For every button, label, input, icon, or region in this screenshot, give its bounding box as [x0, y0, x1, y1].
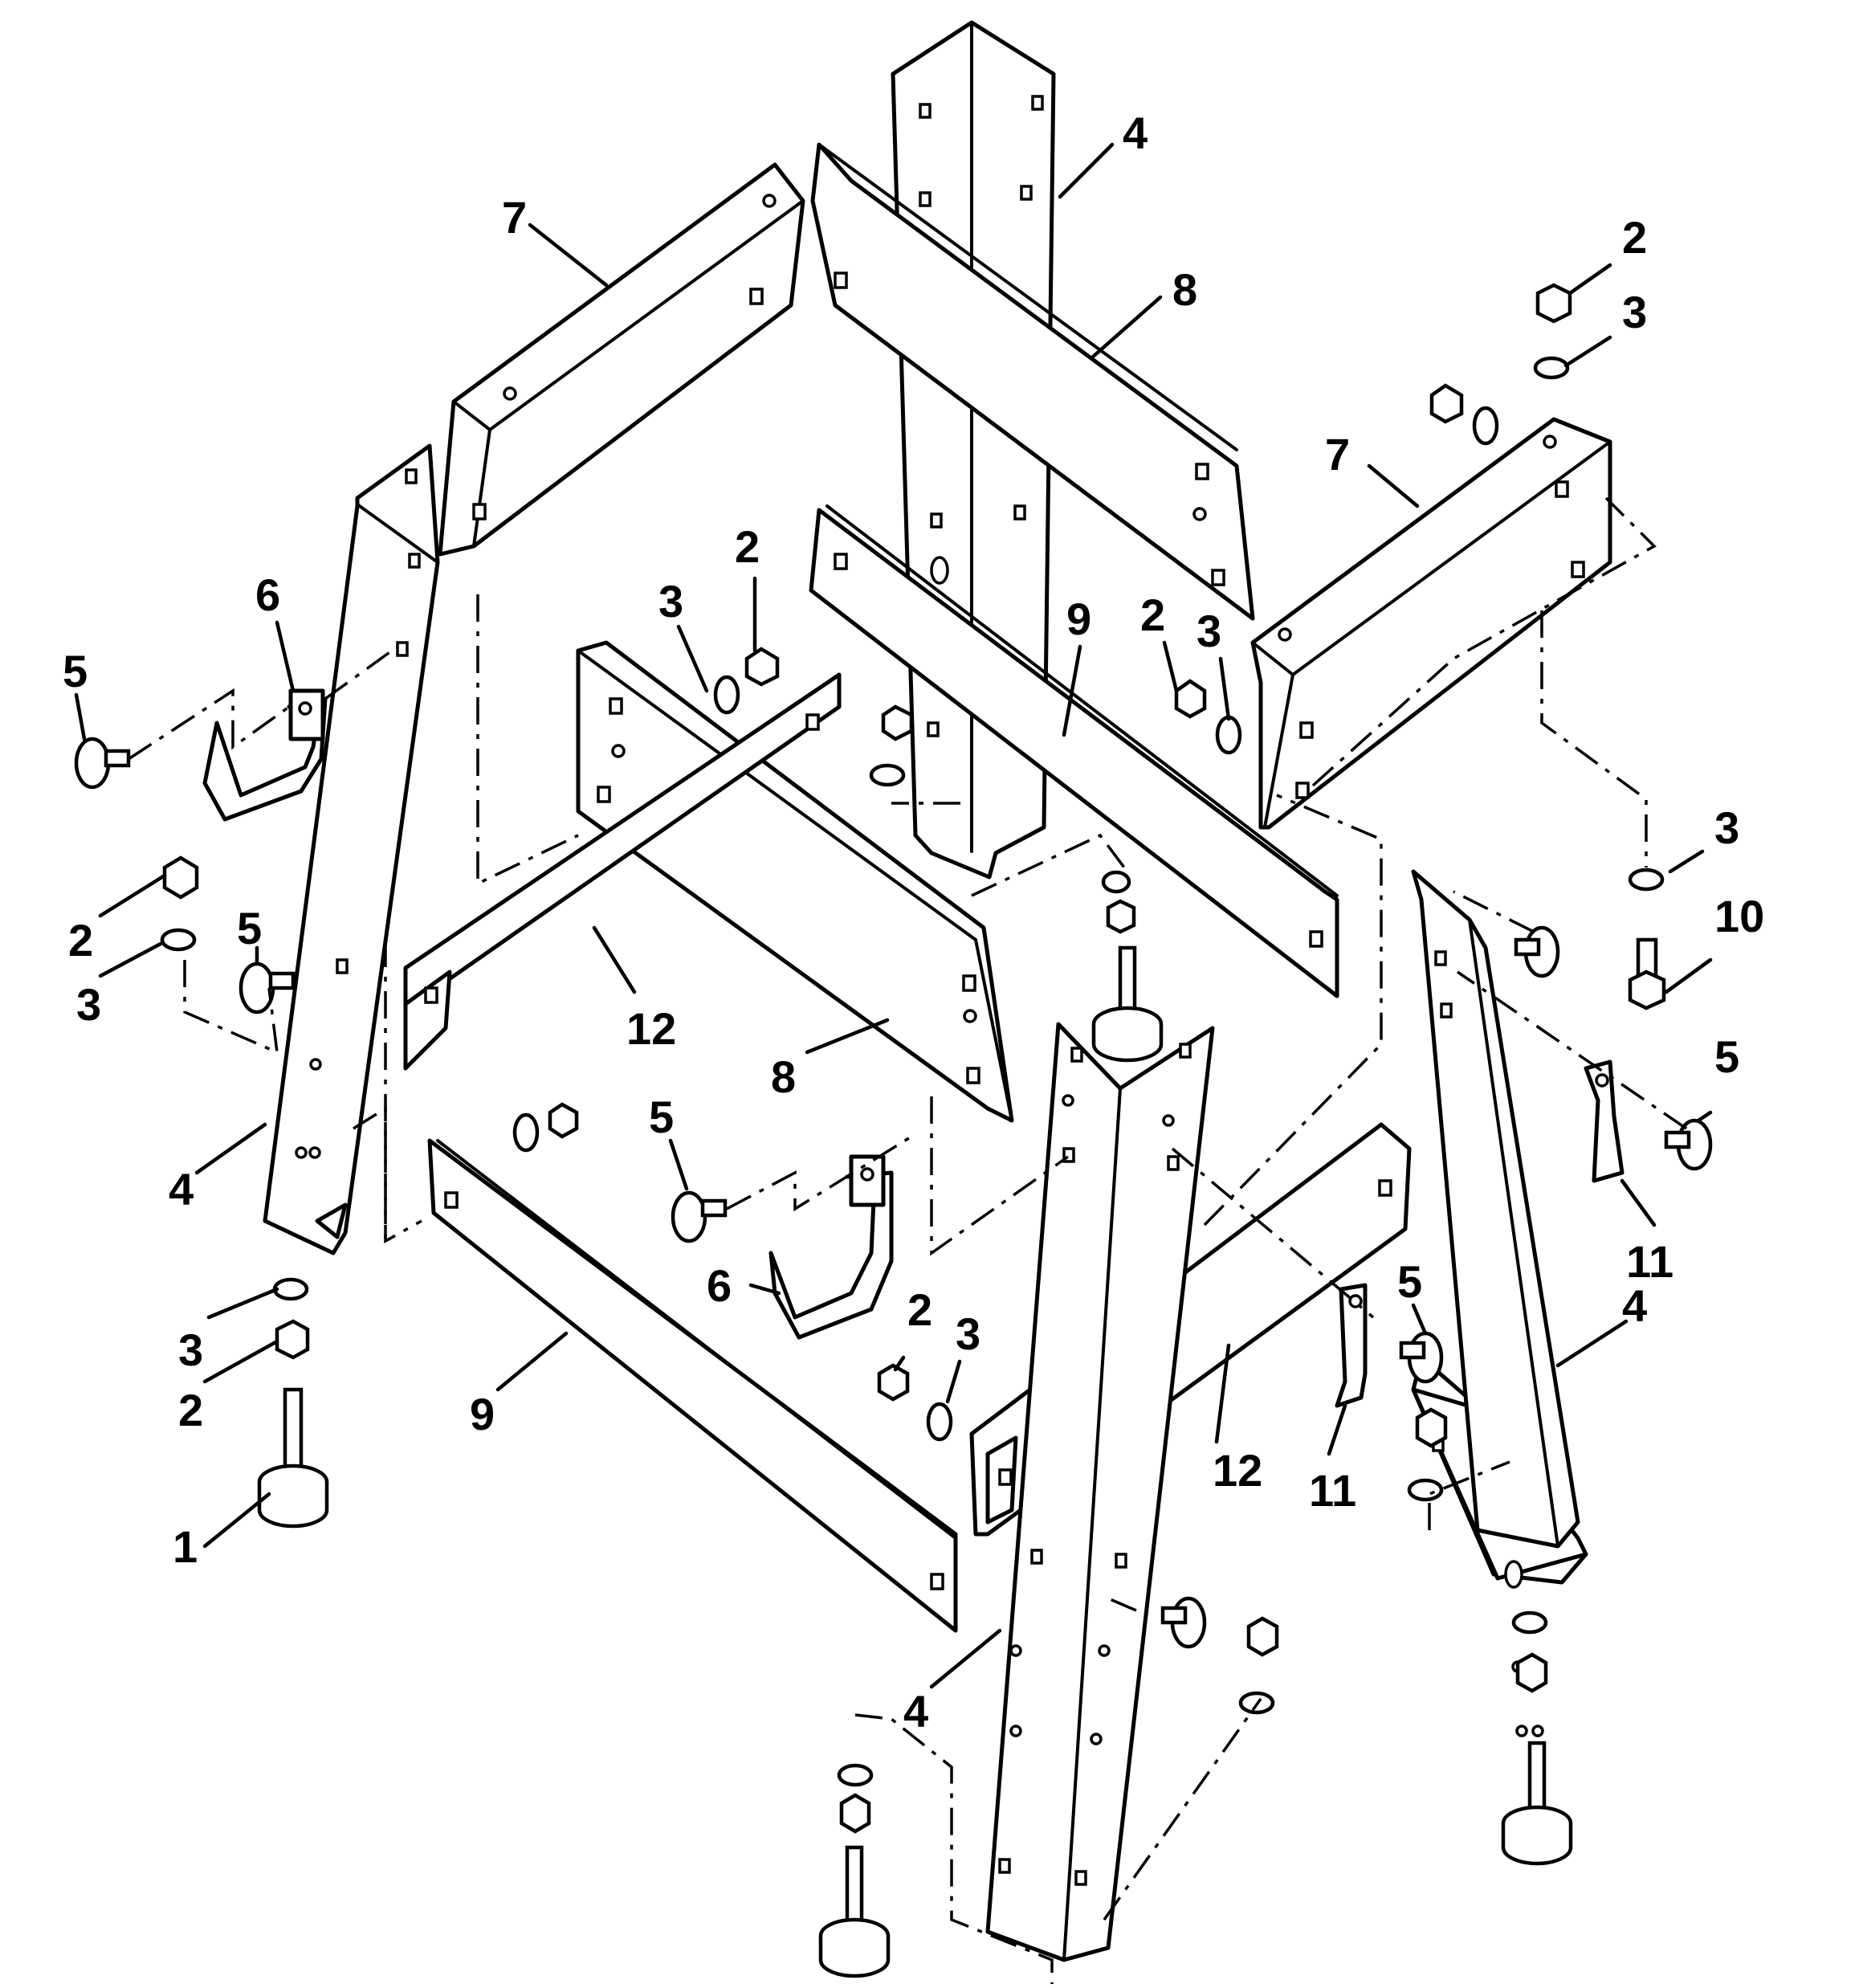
callout-c12b: 12	[1213, 1445, 1262, 1496]
leg-front	[985, 1022, 1215, 1962]
rail-8-middle	[576, 640, 1014, 1123]
foot-front	[818, 1845, 891, 1978]
callout-c7b: 7	[1325, 429, 1350, 480]
callout-c2a: 2	[1622, 212, 1647, 263]
callout-c10: 10	[1714, 891, 1764, 941]
rail-8-upper	[810, 142, 1255, 621]
callout-c9b: 9	[470, 1389, 495, 1439]
callout-c6a: 6	[255, 569, 280, 620]
clip-11-right	[1584, 1059, 1625, 1183]
callout-c3e: 3	[1714, 802, 1739, 853]
callout-c5b: 5	[237, 903, 262, 953]
callout-c12a: 12	[626, 1003, 676, 1054]
foot-right	[1501, 1741, 1573, 1866]
callout-c11b: 11	[1309, 1465, 1356, 1516]
foot-left	[257, 1387, 329, 1529]
leg-left	[263, 443, 440, 1255]
brace-12-left	[403, 672, 842, 1071]
callout-c2d: 2	[68, 915, 93, 965]
clip-11-middle	[1335, 1283, 1368, 1408]
leg-right-main	[1411, 869, 1580, 1549]
alignment-lines	[128, 496, 1687, 1984]
callout-c4d: 4	[903, 1686, 928, 1737]
callout-c6b: 6	[707, 1260, 732, 1311]
callout-c4c: 4	[1622, 1280, 1647, 1331]
callout-c11a: 11	[1626, 1236, 1673, 1287]
callout-c3b: 3	[658, 576, 683, 627]
bracket-6-lower	[768, 1154, 894, 1340]
hardware-nuts-washers	[160, 283, 1665, 1834]
bracket-6-upper	[202, 688, 328, 822]
rail-7-upper-left	[438, 162, 805, 557]
foot-center	[1091, 945, 1164, 1063]
callout-c5e: 5	[1397, 1256, 1422, 1307]
callout-c3g: 3	[956, 1308, 980, 1359]
callout-c5a: 5	[63, 646, 88, 696]
rail-7-right	[1250, 417, 1612, 830]
callout-c3f: 3	[178, 1325, 203, 1375]
callout-c7a: 7	[502, 192, 527, 243]
callout-c8b: 8	[771, 1051, 796, 1102]
callout-c3c: 3	[1196, 606, 1221, 656]
brace-9-upper	[809, 504, 1339, 998]
brace-9-lower	[427, 1138, 958, 1633]
leader-lines	[74, 142, 1713, 1689]
callout-c2f: 2	[907, 1284, 932, 1335]
callout-c5c: 5	[649, 1092, 674, 1142]
callout-c2c: 2	[1140, 590, 1165, 640]
callout-c1: 1	[173, 1521, 198, 1572]
callout-labels: 4 7 8 2 3 7 6 3 2 9 2 3 5 2 5 3 3 10 12 …	[63, 108, 1764, 1737]
callout-c5d: 5	[1714, 1031, 1739, 1082]
hardware-bolts	[74, 737, 1713, 1649]
callout-c2e: 2	[178, 1385, 203, 1435]
callout-c4b: 4	[169, 1164, 194, 1214]
callout-c4a: 4	[1123, 108, 1148, 158]
callout-c9a: 9	[1066, 594, 1091, 644]
callout-c8a: 8	[1172, 264, 1197, 315]
callout-c3d: 3	[76, 979, 101, 1030]
callout-c2b: 2	[735, 521, 760, 572]
callout-c3a: 3	[1622, 287, 1647, 337]
